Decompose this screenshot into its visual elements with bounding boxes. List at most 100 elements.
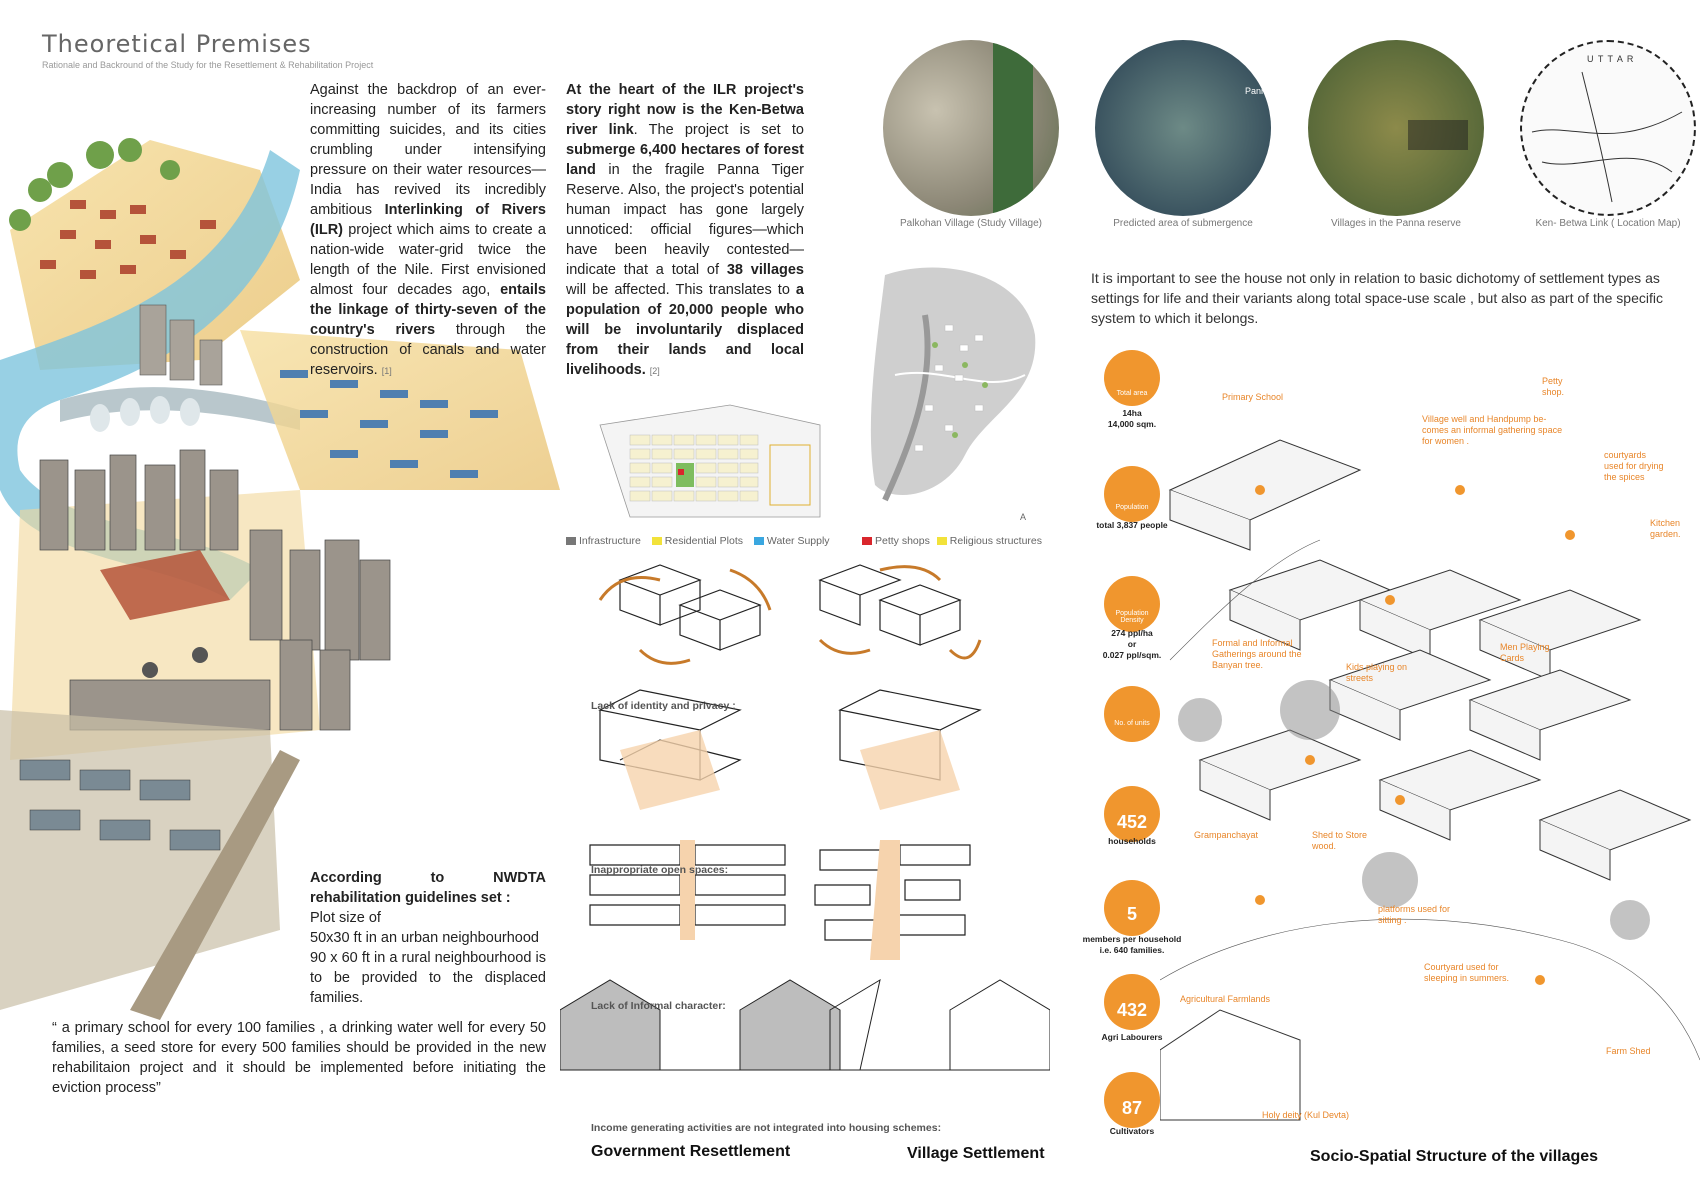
intro-ilr: Interlinking of Rivers (ILR)	[310, 202, 546, 238]
legend-water: Water Supply	[766, 535, 830, 547]
caption-panna-villages: Villages in the Panna reserve	[1331, 218, 1461, 229]
annot-farmlands: Agricultural Farmlands	[1180, 994, 1271, 1004]
caption-submergence: Predicted area of submergence	[1113, 218, 1253, 229]
legend-petty: Petty shops	[875, 535, 930, 547]
watercolor-illustration	[0, 138, 560, 1020]
legend-swatch-water	[753, 537, 764, 546]
annot-primary-school: Primary School	[1222, 392, 1284, 402]
annot-shed: Shed to Store wood.	[1312, 830, 1368, 851]
annot-banyan: Formal and Informal Gatherings around th…	[1212, 638, 1302, 670]
stat-agri-text: Agri Labourers	[1101, 1032, 1163, 1042]
gov-resettlement-title: Government Resettlement	[591, 1143, 791, 1160]
stat-circle-cultivators	[1104, 1072, 1160, 1128]
guidelines-quote: “ a primary school for every 100 familie…	[52, 1020, 546, 1096]
ref-1: [1]	[381, 366, 392, 376]
village-sketch	[1160, 439, 1700, 1121]
comparison-diagrams	[560, 564, 1050, 1071]
map-label-uttar: U T T A R	[1587, 54, 1635, 64]
annot-grampanchayat: Grampanchayat	[1194, 830, 1259, 840]
stat-area-sqm: 14,000 sqm.	[1107, 419, 1157, 429]
guidelines-line-1: Plot size of	[310, 910, 381, 926]
intro-paragraph-1: Against the backdrop of an ever-increasi…	[310, 80, 546, 381]
p2-submerge: submerge 6,400 hectares of forest land	[566, 142, 804, 178]
intro-text-e: through the construction of canals and w…	[310, 322, 546, 378]
stat-population-text: total 3,837 people	[1096, 520, 1168, 530]
intro-text-c: project which aims to create a nation-wi…	[310, 222, 546, 298]
stat-density-ha: 274 ppl/ha	[1111, 628, 1153, 638]
stat-area-label: Total area	[1116, 390, 1148, 397]
plan-legend: Infrastructure Residential Plots Water S…	[566, 535, 830, 547]
caption-location-map: Ken- Betwa Link ( Location Map)	[1535, 218, 1681, 229]
guidelines-heading: According to NWDTA rehabilitation guidel…	[310, 870, 546, 906]
intro-linkage: entails the linkage of thirty-seven of t…	[310, 282, 546, 338]
svg-text:A: A	[1020, 512, 1026, 520]
stat-population-label: Population	[1115, 504, 1149, 511]
stat-circle-population	[1104, 466, 1160, 522]
palkohan-satellite-image	[883, 40, 1059, 216]
stat-circle-households	[1104, 786, 1160, 842]
annot-men-playing: Men Playing Cards	[1500, 642, 1550, 663]
stat-density-label: Population Density	[1115, 610, 1149, 624]
stat-units-label: No. of units	[1114, 720, 1150, 727]
stat-circle-units	[1104, 686, 1160, 742]
location-map-lines	[1531, 71, 1683, 203]
stat-area-ha: 14ha	[1122, 408, 1142, 418]
guidelines-block: According to NWDTA rehabilitation guidel…	[310, 868, 546, 1008]
stat-circle-area	[1104, 350, 1160, 406]
p2-text-b: . The project is set to	[633, 122, 804, 138]
annot-holy-deity: Holy deity (Kul Devta)	[1262, 1110, 1350, 1120]
stat-cultivators-text: Cultivators	[1109, 1126, 1155, 1136]
stat-cultivators-num: 87	[1121, 1098, 1143, 1118]
annot-platforms: platforms used for sitting .	[1378, 904, 1451, 925]
annot-courtyards: courtyards used for drying the spices	[1604, 450, 1664, 482]
label-income: Income generating activities are not int…	[591, 1122, 942, 1134]
annot-courtyard-sleeping: Courtyard used for sleeping in summers.	[1424, 962, 1510, 983]
village-map-legend: Petty shops Religious structures	[862, 535, 1042, 547]
page-title: Theoretical Premises	[42, 30, 312, 58]
p2-villages: 38 villages	[726, 262, 804, 278]
p2-population: a population of 20,000 people who will b…	[566, 282, 804, 378]
village-settlement-title: Village Settlement	[907, 1145, 1045, 1162]
resettlement-site-plan	[599, 404, 821, 518]
stat-households-text: households	[1108, 836, 1156, 846]
annot-farm-shed: Farm Shed	[1606, 1046, 1651, 1056]
legend-infrastructure: Infrastructure	[579, 535, 641, 547]
annot-kitchen-garden: Kitchen garden.	[1650, 518, 1681, 539]
stat-households-num: 452	[1116, 812, 1148, 832]
annot-kids-playing: Kids playing on streets	[1346, 662, 1408, 683]
label-informal: Lack of Informal character:	[591, 1000, 726, 1012]
map-label-panna: Panna	[1245, 86, 1271, 96]
stat-members-line1: members per household	[1082, 934, 1182, 944]
ref-2: [2]	[649, 366, 660, 376]
legend-swatch-religious	[936, 537, 947, 546]
p2-text-d: in the fragile Panna Tiger Reserve. Also…	[566, 162, 804, 278]
intro-text-a: Against the backdrop of an ever-increasi…	[310, 82, 546, 218]
legend-residential: Residential Plots	[664, 535, 743, 547]
stat-circle-agri	[1104, 974, 1160, 1030]
legend-swatch-residential	[651, 537, 662, 546]
stat-density-or: or	[1127, 639, 1137, 649]
legend-swatch-infrastructure	[566, 537, 576, 546]
submergence-satellite-image: Panna	[1095, 40, 1271, 216]
panna-villages-satellite-image	[1308, 40, 1484, 216]
p2-text-f: will be affected. This translates to	[566, 282, 796, 298]
house-context-text: It is important to see the house not onl…	[1091, 270, 1663, 326]
guidelines-line-2: 50x30 ft in an urban neighbourhood	[310, 930, 539, 946]
village-map: A	[870, 267, 1036, 520]
caption-palkohan: Palkohan Village (Study Village)	[900, 218, 1042, 229]
stat-members-num: 5	[1126, 904, 1137, 924]
legend-religious: Religious structures	[949, 535, 1042, 547]
socio-spatial-title: Socio-Spatial Structure of the villages	[1310, 1148, 1599, 1165]
label-identity: Lack of identity and privacy :	[591, 700, 736, 712]
stat-density-sqm: 0.027 ppl/sqm.	[1102, 650, 1162, 660]
annot-village-well: Village well and Handpump be-comes an in…	[1422, 414, 1563, 446]
legend-swatch-petty	[862, 537, 872, 546]
label-open-spaces: Inappropriate open spaces:	[591, 864, 729, 876]
page-subtitle: Rationale and Backround of the Study for…	[42, 60, 374, 70]
map-legend-box	[1408, 120, 1468, 150]
stat-agri-num: 432	[1116, 1000, 1148, 1020]
guidelines-line-3: 90 x 60 ft in a rural neighbourhood is t…	[310, 950, 546, 1006]
